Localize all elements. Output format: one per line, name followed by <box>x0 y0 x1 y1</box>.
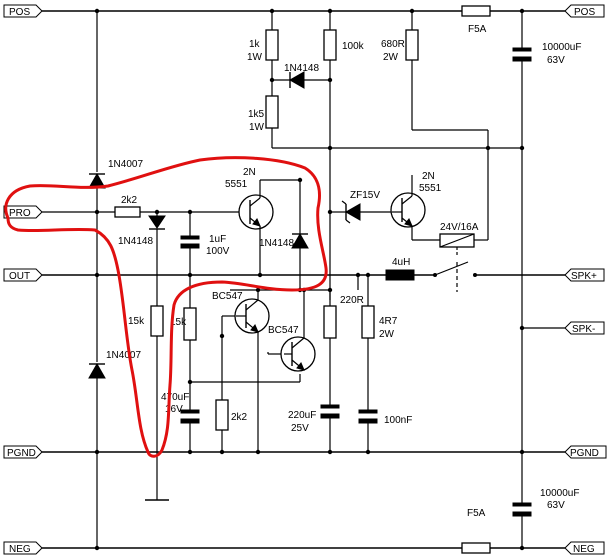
capacitor-10000uf-bottom: 10000uF 63V <box>512 452 579 548</box>
terminal-neg-left: NEG <box>3 541 43 555</box>
svg-text:1N4148: 1N4148 <box>118 236 153 247</box>
resistor-2k2-input: 2k2 <box>114 195 141 218</box>
resistor-2k2-bottom: 2k2 <box>215 336 248 452</box>
resistor-680r-2w: 680R 2W <box>381 11 489 240</box>
diode-1n4148-left: 1N4148 <box>118 212 166 306</box>
svg-text:2N: 2N <box>243 167 256 178</box>
terminal-pos-left: POS <box>3 4 43 18</box>
svg-text:100k: 100k <box>342 41 365 52</box>
resistor-1k5-1w: 1k5 1W <box>248 95 279 148</box>
resistor-220r: 220R <box>323 290 364 405</box>
svg-text:5551: 5551 <box>225 179 248 190</box>
svg-text:1N4148: 1N4148 <box>259 238 294 249</box>
svg-text:220uF: 220uF <box>288 410 316 421</box>
svg-text:PGND: PGND <box>570 448 599 459</box>
terminal-spk-plus: SPK+ <box>564 268 605 282</box>
svg-text:680R: 680R <box>381 39 405 50</box>
diode-1n4007-lower: 1N4007 <box>88 350 141 548</box>
relay-24v-16a: 24V/16A <box>412 222 488 292</box>
svg-text:1N4007: 1N4007 <box>106 350 141 361</box>
svg-text:F5A: F5A <box>468 24 487 35</box>
inductor-4uh: 4uH <box>385 257 415 281</box>
svg-text:1W: 1W <box>249 122 265 133</box>
terminal-pgnd-right: PGND <box>564 445 607 459</box>
svg-text:2W: 2W <box>379 329 395 340</box>
svg-text:100V: 100V <box>206 246 230 257</box>
diode-1n4148-top: 1N4148 <box>272 63 330 89</box>
svg-text:SPK+: SPK+ <box>571 271 597 282</box>
svg-text:F5A: F5A <box>467 508 486 519</box>
fuse-top: F5A <box>461 5 491 35</box>
resistor-15k-b: 15k <box>170 307 197 410</box>
svg-text:1k5: 1k5 <box>248 109 265 120</box>
svg-text:470uF: 470uF <box>161 392 189 403</box>
svg-text:PRO: PRO <box>9 208 31 219</box>
svg-text:POS: POS <box>574 7 595 18</box>
svg-text:2N: 2N <box>422 171 435 182</box>
terminal-neg-right: NEG <box>564 541 605 555</box>
svg-text:PGND: PGND <box>7 448 36 459</box>
svg-text:15k: 15k <box>170 317 187 328</box>
svg-text:10000uF: 10000uF <box>540 488 579 499</box>
terminal-out: OUT <box>3 268 43 282</box>
svg-text:1W: 1W <box>247 52 263 63</box>
transistor-q2-2n5551: 2N 5551 <box>390 171 442 240</box>
svg-text:BC547: BC547 <box>212 291 243 302</box>
terminal-pgnd-left: PGND <box>3 445 43 459</box>
svg-text:15k: 15k <box>128 316 145 327</box>
capacitor-100nf: 100nF <box>358 409 412 452</box>
svg-text:1N4148: 1N4148 <box>284 63 319 74</box>
svg-text:OUT: OUT <box>9 271 30 282</box>
terminal-spk-minus: SPK- <box>564 321 605 335</box>
svg-text:63V: 63V <box>547 55 565 66</box>
red-highlight-outline <box>4 156 328 458</box>
capacitor-1uf: 1uF 100V <box>180 212 230 308</box>
svg-text:2k2: 2k2 <box>121 195 138 206</box>
svg-text:NEG: NEG <box>9 544 31 555</box>
svg-text:16V: 16V <box>165 404 183 415</box>
fuse-bottom: F5A <box>461 508 491 554</box>
svg-text:1N4007: 1N4007 <box>108 159 143 170</box>
capacitor-10000uf-top: 10000uF 63V <box>512 11 581 452</box>
resistor-15k-a: 15k <box>128 305 169 501</box>
svg-text:1uF: 1uF <box>209 234 226 245</box>
resistor-100k: 100k <box>323 11 365 300</box>
transistor-q4-bc547: BC547 <box>267 290 316 372</box>
svg-text:BC547: BC547 <box>268 325 299 336</box>
svg-text:220R: 220R <box>340 295 364 306</box>
transistor-q1-2n5551: 2N 5551 <box>225 167 300 275</box>
svg-text:24V/16A: 24V/16A <box>440 222 479 233</box>
diode-1n4148-mid: 1N4148 <box>259 180 309 290</box>
svg-text:NEG: NEG <box>573 544 595 555</box>
zener-zf15v: ZF15V <box>330 190 392 224</box>
transistor-q3-bc547: BC547 <box>212 290 270 452</box>
svg-text:1k: 1k <box>249 39 261 50</box>
svg-text:SPK-: SPK- <box>572 324 595 335</box>
svg-text:ZF15V: ZF15V <box>350 190 380 201</box>
svg-text:2W: 2W <box>383 52 399 63</box>
resistor-4r7-2w: 4R7 2W <box>361 275 398 410</box>
junction-dots <box>94 8 525 551</box>
svg-text:100nF: 100nF <box>384 415 412 426</box>
terminal-pro: PRO <box>3 205 43 219</box>
resistor-1k-1w: 1k 1W <box>247 11 279 96</box>
svg-text:4R7: 4R7 <box>379 316 398 327</box>
svg-text:4uH: 4uH <box>392 257 410 268</box>
terminal-pos-right: POS <box>564 4 605 18</box>
svg-text:POS: POS <box>9 7 30 18</box>
svg-text:25V: 25V <box>291 423 309 434</box>
diode-1n4007-upper: 1N4007 <box>88 11 143 212</box>
svg-text:5551: 5551 <box>419 183 442 194</box>
capacitor-220uf: 220uF 25V <box>288 404 340 452</box>
svg-text:10000uF: 10000uF <box>542 42 581 53</box>
svg-text:63V: 63V <box>547 500 565 511</box>
capacitor-470uf: 470uF 16V <box>161 392 200 452</box>
svg-text:2k2: 2k2 <box>231 412 248 423</box>
